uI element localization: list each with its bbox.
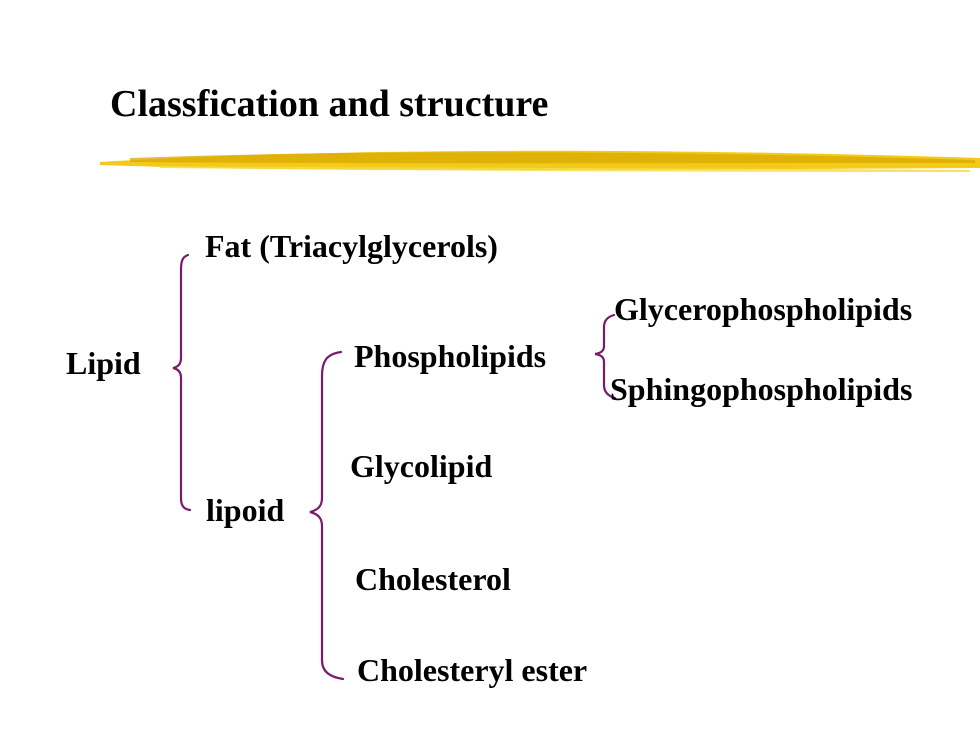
node-sphingophospholipids: Sphingophospholipids — [610, 371, 913, 407]
node-glycolipid: Glycolipid — [350, 448, 493, 484]
node-cholesteryl-ester: Cholesteryl ester — [357, 652, 588, 688]
bracket-lipid — [172, 253, 192, 512]
node-lipid: Lipid — [66, 345, 141, 381]
page-title: Classfication and structure — [110, 83, 549, 125]
node-glycerophospholipids: Glycerophospholipids — [614, 291, 913, 327]
node-lipoid: lipoid — [206, 492, 285, 528]
node-phospholipids: Phospholipids — [354, 338, 547, 374]
node-fat: Fat (Triacylglycerols) — [205, 228, 498, 264]
node-cholesterol: Cholesterol — [355, 561, 511, 597]
bracket-lipoid — [309, 350, 345, 681]
